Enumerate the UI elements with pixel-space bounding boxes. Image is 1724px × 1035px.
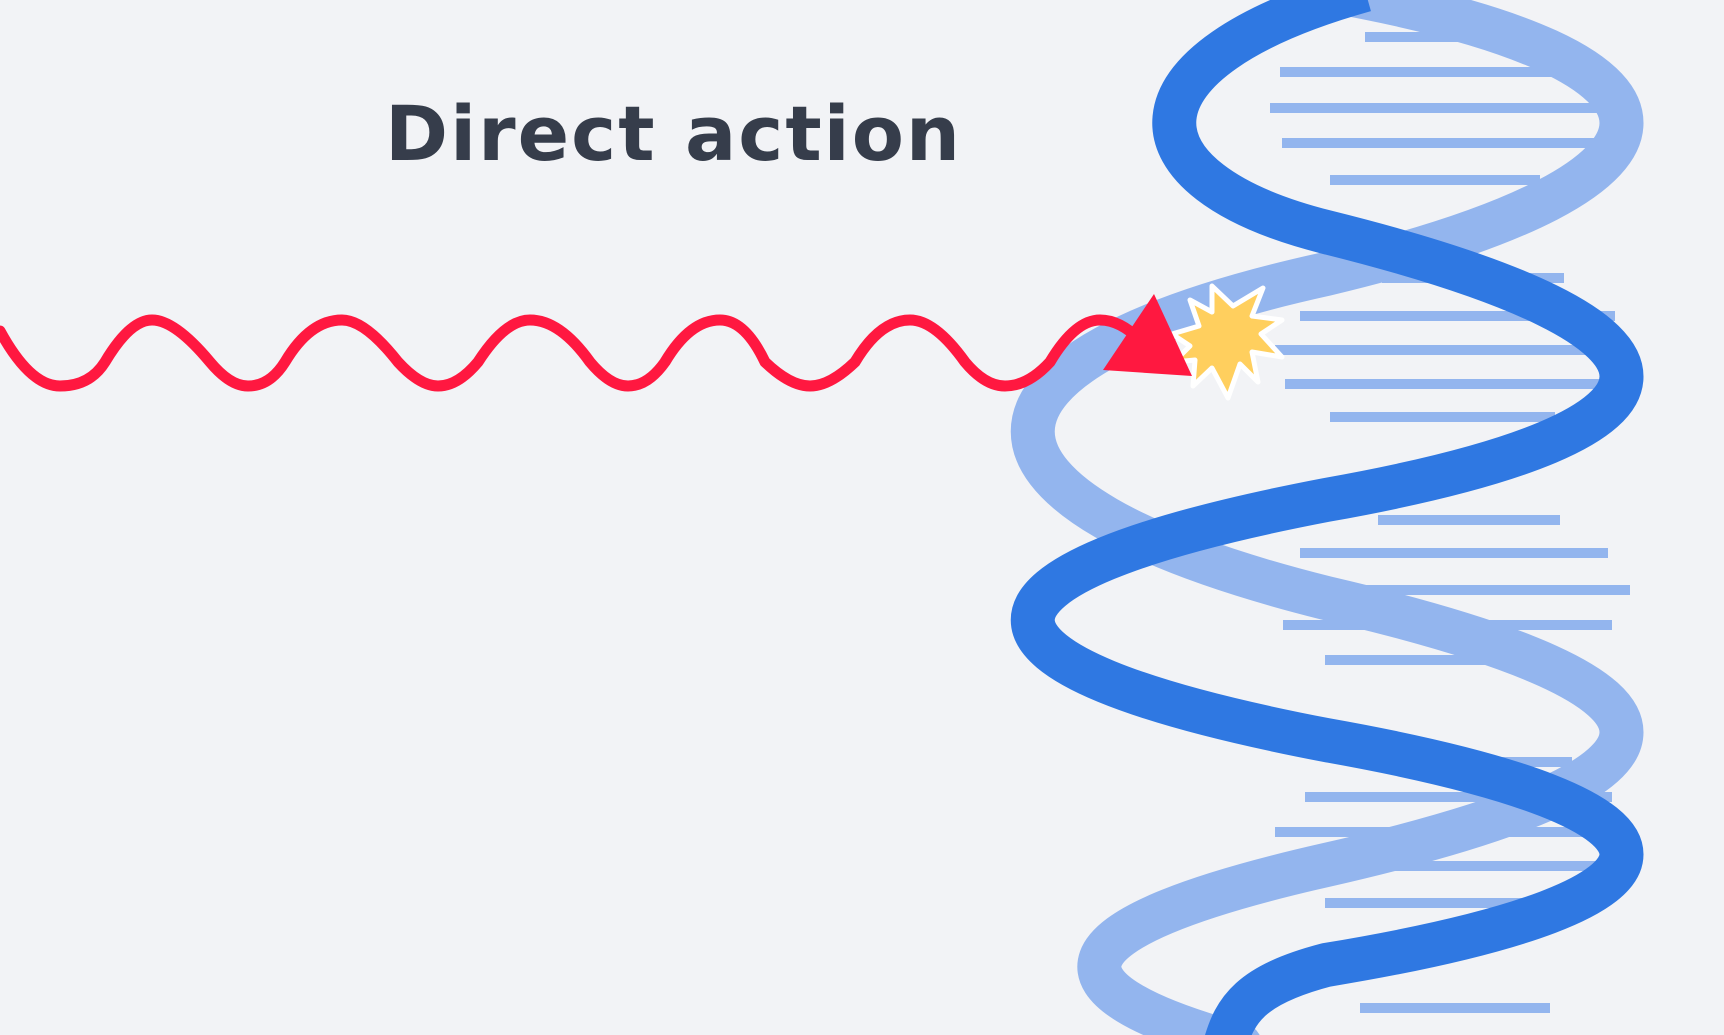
impact-burst-icon [1169,283,1285,401]
dna-back-strand [1011,0,1644,1035]
dna-base-pairs [1270,32,1630,1013]
dna-front-strand [1011,0,1644,1035]
radiation-wave [0,314,1146,392]
diagram-title: Direct action [385,89,963,178]
radiation-arrow-head-icon [1103,294,1192,376]
